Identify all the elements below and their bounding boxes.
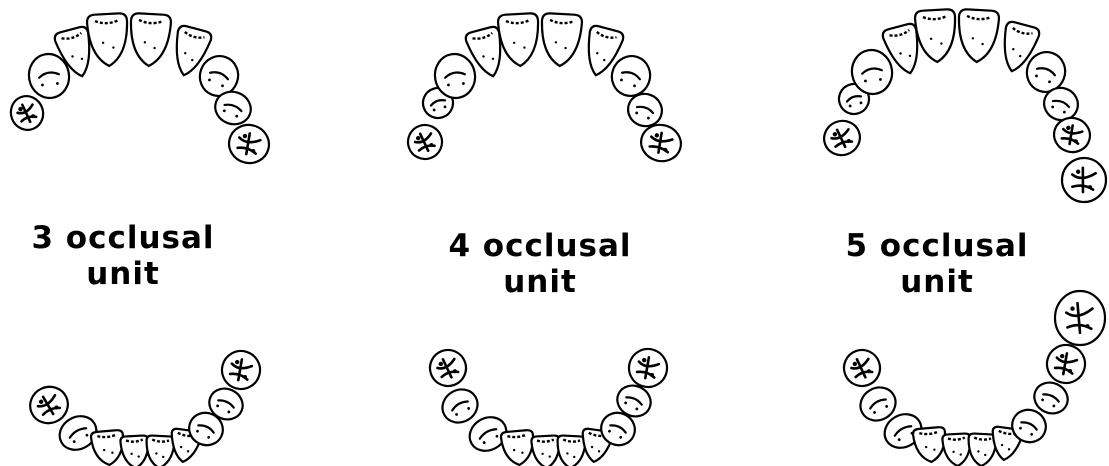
label-3-occlusal-unit: 3 occlusal unit	[18, 220, 228, 292]
upper-tooth-p3-1	[819, 116, 864, 160]
label-5-occlusal-unit: 5 occlusal unit	[832, 228, 1042, 300]
label-3-line1: 3 occlusal	[18, 220, 228, 256]
label-4-occlusal-unit: 4 occlusal unit	[435, 228, 645, 300]
upper-tooth-p1-9	[225, 120, 273, 167]
lower-arch-panel-2	[425, 345, 671, 466]
upper-tooth-p3-11	[1060, 156, 1108, 204]
lower-tooth-p3-10	[1043, 341, 1090, 388]
lower-arch-panel-1	[24, 347, 264, 466]
lower-tooth-p3-1	[839, 345, 885, 391]
label-5-line2: unit	[832, 264, 1042, 300]
lower-tooth-p1-5	[145, 435, 175, 466]
upper-tooth-p3-5	[915, 9, 958, 63]
lower-tooth-p1-4	[120, 435, 150, 466]
upper-tooth-p1-5	[129, 13, 172, 67]
lower-tooth-p3-11	[1055, 291, 1105, 345]
lower-tooth-p2-10	[625, 345, 672, 392]
upper-tooth-p3-6	[957, 9, 1000, 63]
label-4-line2: unit	[435, 264, 645, 300]
lower-arch-panel-3	[839, 291, 1105, 466]
upper-tooth-p1-1	[6, 92, 48, 135]
lower-tooth-p1-9	[218, 347, 265, 394]
lower-tooth-p3-5	[942, 433, 972, 466]
label-5-line1: 5 occlusal	[832, 228, 1042, 264]
upper-arch-panel-2	[403, 13, 685, 166]
upper-tooth-p1-4	[87, 13, 130, 67]
upper-tooth-p2-1	[403, 120, 447, 164]
upper-arch-panel-3	[819, 9, 1108, 204]
upper-arch-panel-1	[6, 13, 273, 168]
upper-tooth-p2-5	[498, 13, 541, 67]
upper-tooth-p2-6	[540, 13, 583, 67]
lower-tooth-p2-6	[556, 435, 586, 466]
lower-tooth-p2-4	[501, 430, 536, 466]
label-4-line1: 4 occlusal	[435, 228, 645, 264]
label-3-line2: unit	[18, 256, 228, 292]
lower-tooth-p2-1	[425, 345, 471, 391]
lower-tooth-p2-5	[531, 435, 561, 466]
